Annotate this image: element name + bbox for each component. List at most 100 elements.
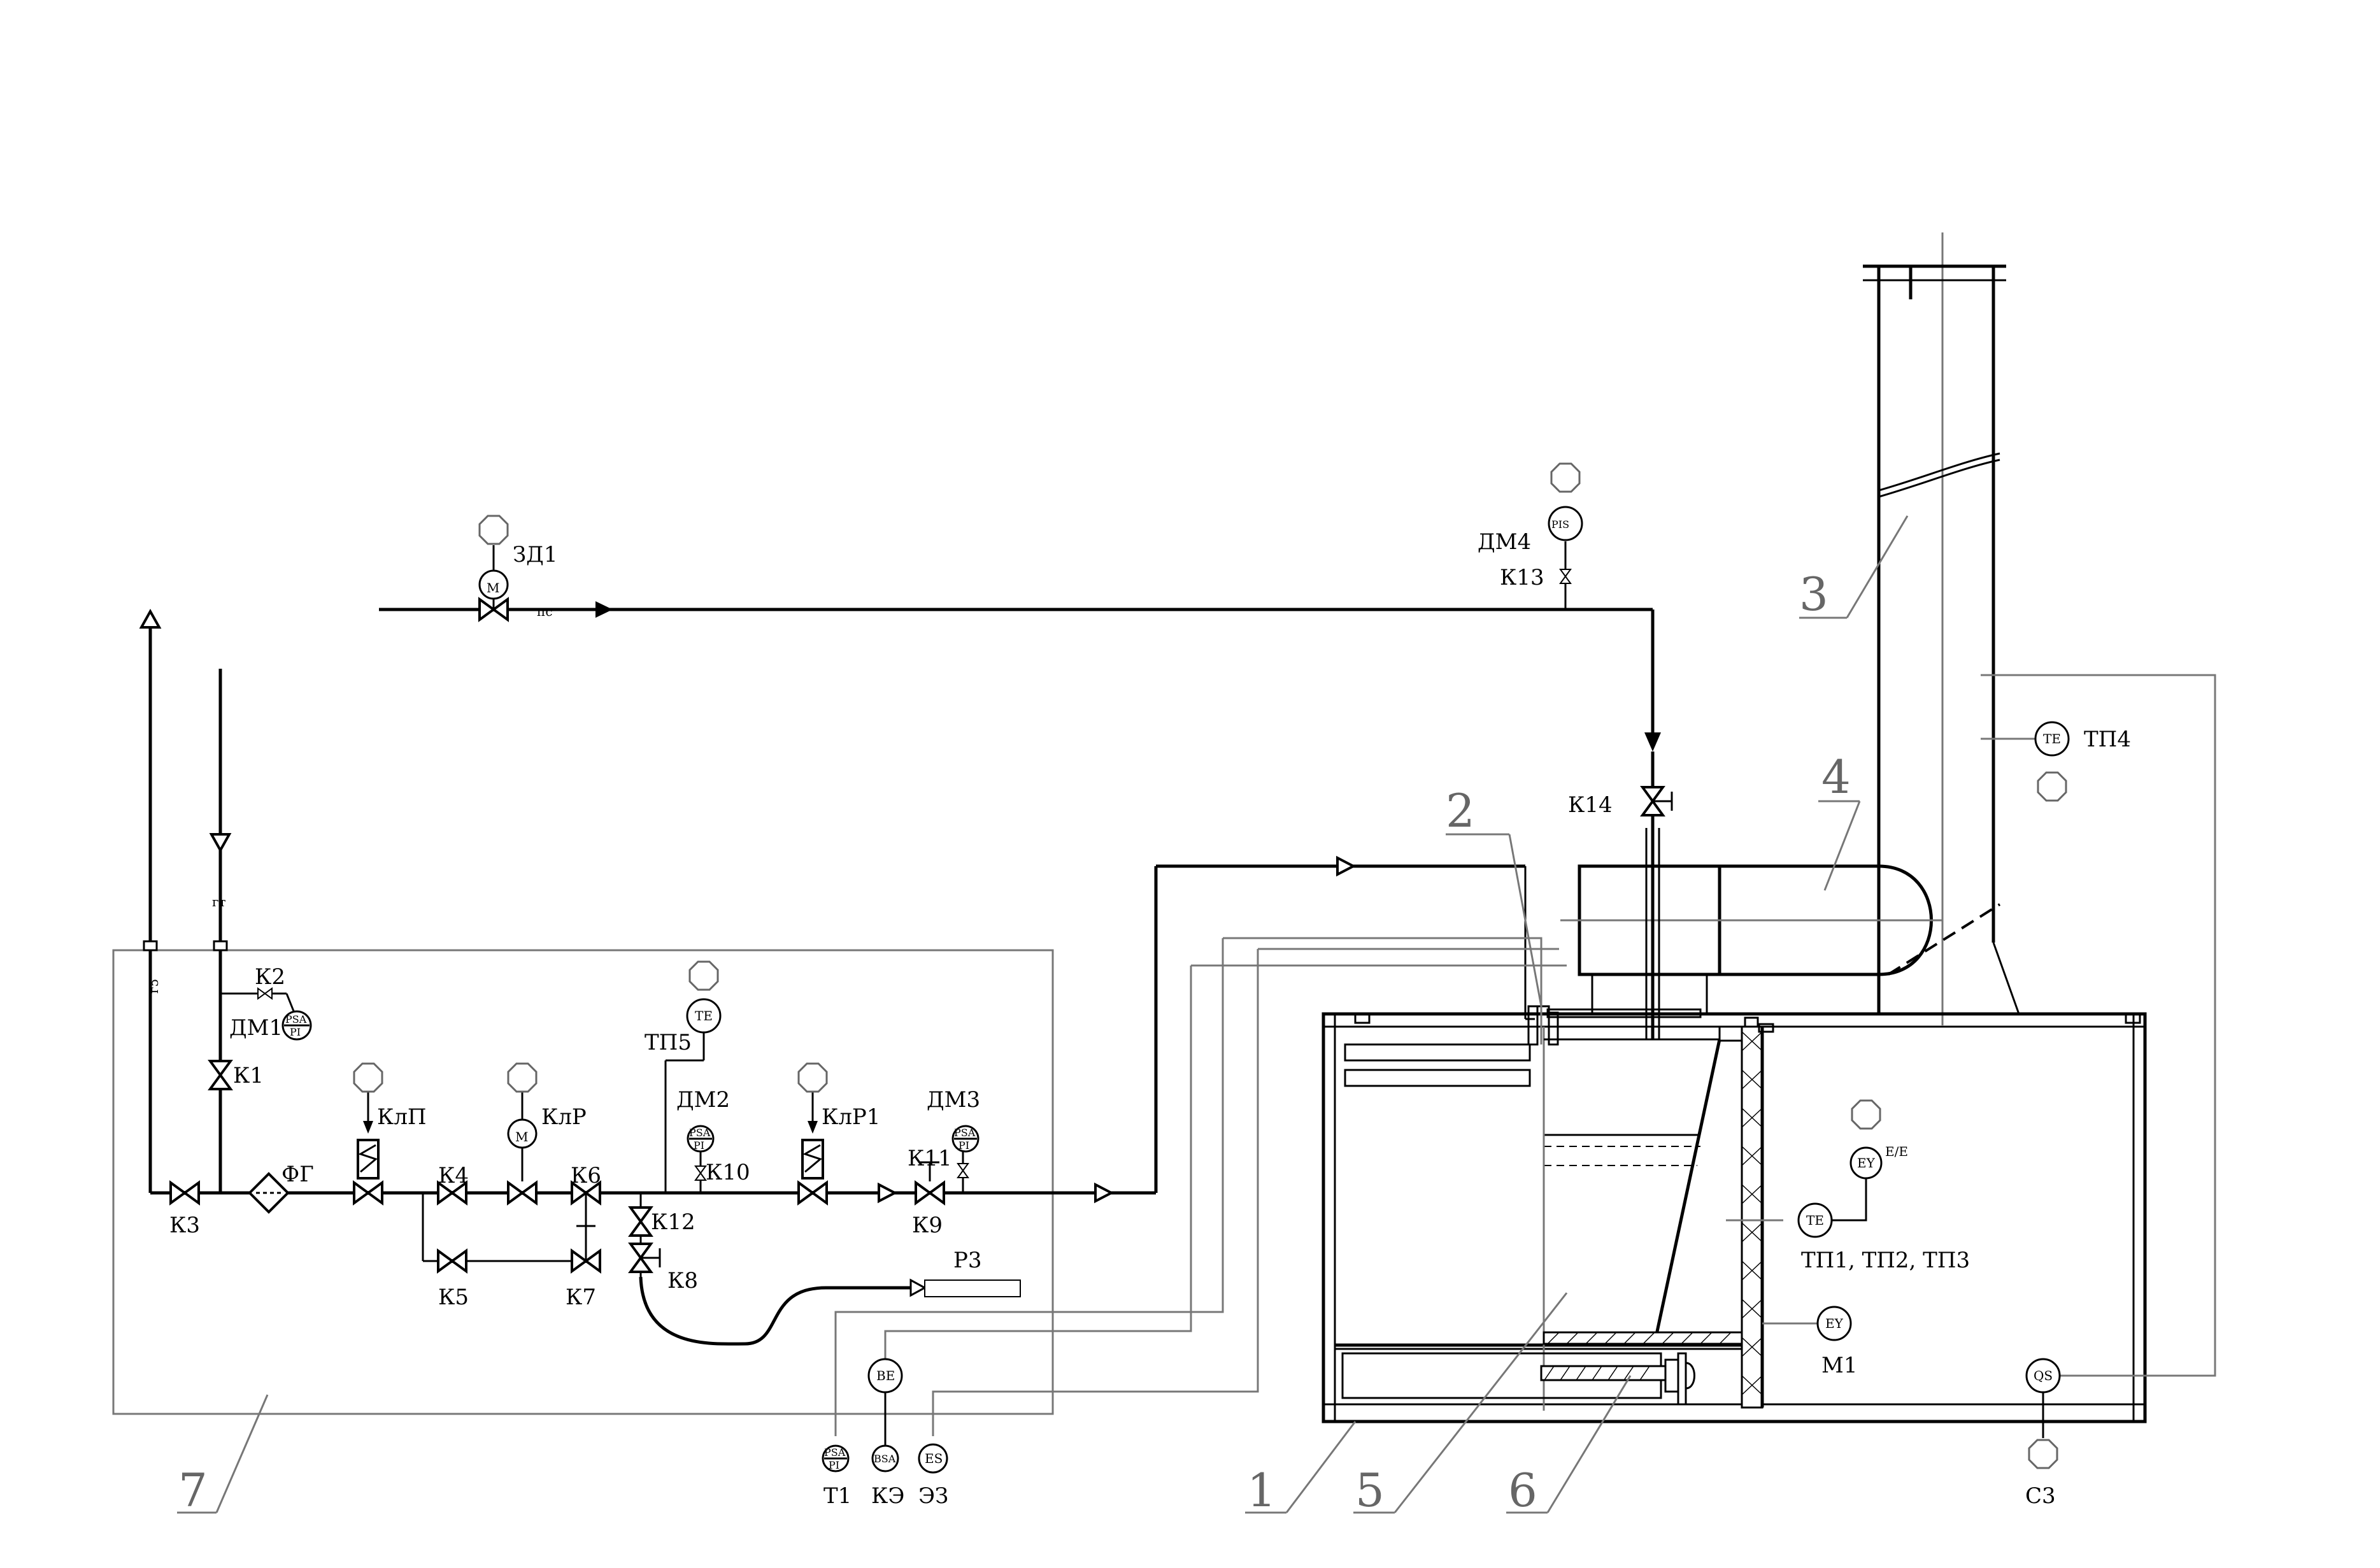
label-tp4: ТП4 — [2084, 727, 2131, 752]
text-ey-m1: EY — [1825, 1316, 1844, 1331]
label-k7: К7 — [566, 1285, 596, 1310]
text-ey-ee: EY — [1857, 1155, 1876, 1171]
label-zd1: ЗД1 — [513, 542, 557, 567]
block-7-boundary — [112, 949, 1054, 1415]
tp4-signal — [2037, 771, 2067, 802]
instrument-tp5[interactable] — [686, 998, 722, 1034]
label-dm4: ДМ4 — [1478, 529, 1531, 555]
label-m1: М1 — [1821, 1353, 1857, 1378]
label-k13: К13 — [1500, 565, 1544, 590]
text-be: BE — [876, 1368, 895, 1383]
dm4-signal — [1550, 462, 1581, 493]
valve-k9[interactable] — [915, 1181, 945, 1204]
label-k2: К2 — [255, 964, 285, 990]
text-m-klr: M — [515, 1129, 528, 1144]
label-r3: Р3 — [953, 1248, 982, 1273]
label-klr1: КлР1 — [822, 1104, 880, 1130]
electrode-2 — [1527, 1005, 1539, 1046]
callout-7: 7 — [178, 1464, 208, 1517]
furnace-body — [1322, 1012, 2147, 1423]
label-t1: Т1 — [823, 1483, 852, 1509]
hose-to-r3 — [639, 1276, 911, 1346]
valve-k10[interactable] — [695, 1165, 706, 1181]
text-pi-dm1: PI — [290, 1026, 301, 1038]
valve-k11[interactable] — [957, 1163, 969, 1178]
text-pi-dm3: PI — [958, 1139, 969, 1151]
valve-k5[interactable] — [437, 1250, 467, 1272]
label-pc: пс — [537, 604, 553, 619]
text-es: ES — [925, 1451, 943, 1466]
label-klp: КлП — [377, 1104, 427, 1130]
label-tp5: ТП5 — [645, 1030, 692, 1055]
callout-6: 6 — [1508, 1464, 1537, 1517]
text-m-zd1: M — [487, 580, 499, 595]
label-dm3: ДМ3 — [927, 1087, 980, 1113]
klp-actuator-signal — [353, 1062, 383, 1093]
label-k8: К8 — [667, 1268, 698, 1294]
air-arrow — [595, 601, 613, 618]
text-qs: QS — [2034, 1368, 2053, 1383]
label-fg: ФГ — [281, 1162, 314, 1187]
text-te-tp1: TE — [1806, 1213, 1824, 1228]
callout-3: 3 — [1799, 567, 1828, 621]
check-valve — [878, 1182, 898, 1204]
chamber-left — [1334, 1025, 1545, 1346]
valve-klp[interactable] — [353, 1181, 383, 1204]
label-g5: г5 — [146, 979, 161, 994]
arrow-down-gt — [209, 833, 232, 853]
label-k10: К10 — [706, 1160, 750, 1185]
text-pi-dm2: PI — [694, 1139, 704, 1151]
text-psa-dm2: PSA — [689, 1127, 711, 1139]
motor-m1[interactable] — [1816, 1306, 1852, 1341]
flange-gt — [213, 940, 228, 951]
text-psa-dm3: PSA — [954, 1127, 976, 1139]
label-k9: К9 — [912, 1213, 943, 1238]
label-k6: К6 — [571, 1163, 601, 1188]
klr-signal — [507, 1062, 538, 1093]
text-pis: PIS — [1551, 518, 1569, 531]
text-te-tp4: TE — [2043, 731, 2061, 746]
label-k11: К11 — [908, 1146, 952, 1171]
instrument-ke[interactable] — [871, 1444, 899, 1472]
text-bsa: BSA — [874, 1453, 896, 1465]
tp5-signal — [688, 960, 719, 991]
label-gt: гт — [212, 894, 226, 909]
valve-k1[interactable] — [209, 1060, 232, 1090]
callout-4: 4 — [1821, 750, 1851, 804]
label-ee3: ЭЗ — [918, 1483, 948, 1509]
valve-k2[interactable] — [257, 988, 273, 999]
instrument-tp4[interactable] — [2034, 721, 2070, 757]
valve-k13[interactable] — [1560, 569, 1571, 584]
label-dm1: ДМ1 — [229, 1015, 283, 1041]
label-klr: КлР — [541, 1104, 587, 1130]
label-k1: К1 — [233, 1063, 264, 1088]
label-k4: К4 — [438, 1163, 469, 1188]
s3-signal — [2028, 1439, 2058, 1469]
valve-k12[interactable] — [629, 1206, 652, 1237]
valve-klr[interactable] — [507, 1181, 538, 1204]
label-k3: К3 — [169, 1213, 200, 1238]
callout-1: 1 — [1247, 1464, 1276, 1517]
dm1-tap — [285, 993, 296, 1013]
text-pi-t1: PI — [829, 1459, 839, 1471]
label-k5: К5 — [438, 1285, 469, 1310]
callout-5: 5 — [1355, 1464, 1385, 1517]
label-ee: E/E — [1885, 1144, 1908, 1159]
instrument-dm4[interactable] — [1548, 506, 1583, 541]
klr1-signal — [797, 1062, 828, 1093]
label-s3: С3 — [2025, 1483, 2056, 1509]
text-psa-t1: PSA — [824, 1446, 846, 1458]
valve-k3[interactable] — [169, 1181, 200, 1204]
label-k14: К14 — [1568, 792, 1613, 818]
r3-device — [924, 1279, 1021, 1297]
label-dm2: ДМ2 — [676, 1087, 730, 1113]
ee-signal — [1851, 1099, 1881, 1130]
zd1-signal — [478, 515, 509, 545]
filter-fg[interactable] — [248, 1172, 290, 1214]
arrow-up-g5 — [139, 608, 162, 629]
flange-g5 — [143, 940, 158, 951]
instrument-ee3[interactable] — [918, 1443, 948, 1474]
valve-klr1[interactable] — [797, 1181, 828, 1204]
label-k12: К12 — [651, 1209, 695, 1235]
